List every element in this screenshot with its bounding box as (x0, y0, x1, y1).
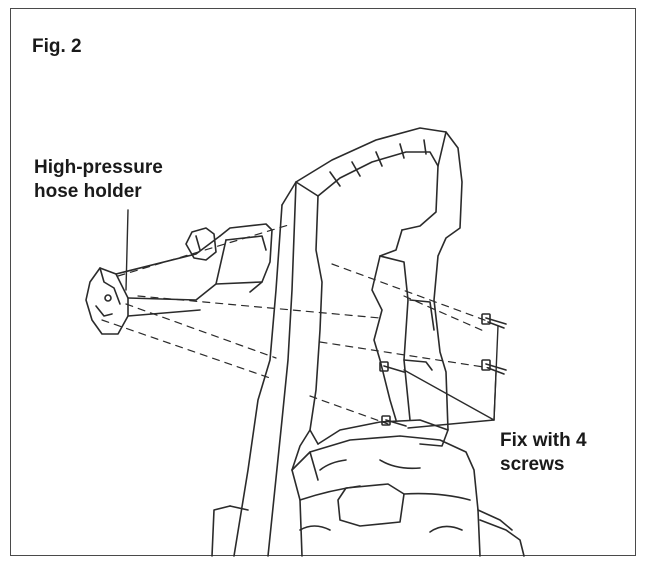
screws-callout: Fix with 4 screws (500, 429, 587, 477)
screw-icon (379, 361, 405, 373)
hose-holder-callout-line-2: hose holder (34, 181, 142, 202)
screws-callout-line-1: Fix with 4 (500, 430, 587, 451)
screw-icon (481, 313, 507, 329)
leader-lines (125, 209, 499, 429)
figure-label: Fig. 2 (32, 36, 82, 57)
screw-icon (481, 359, 507, 375)
figure-frame (10, 8, 636, 556)
screw-leader-2 (493, 371, 497, 421)
screw-icon (381, 415, 407, 427)
screws-callout-line-2: screws (500, 454, 565, 475)
hose-holder-leader (125, 209, 129, 291)
alignment-lines (101, 223, 491, 425)
screws (379, 313, 507, 427)
handle-frame (233, 127, 463, 557)
hose-holder-callout-line-1: High-pressure (34, 157, 163, 178)
screw-leader-3 (403, 369, 495, 421)
screw-leader-4 (407, 419, 495, 429)
lower-housing (211, 435, 525, 557)
hose-holder-callout: High-pressure hose holder (34, 156, 163, 204)
hose-holder-bracket (85, 223, 273, 335)
